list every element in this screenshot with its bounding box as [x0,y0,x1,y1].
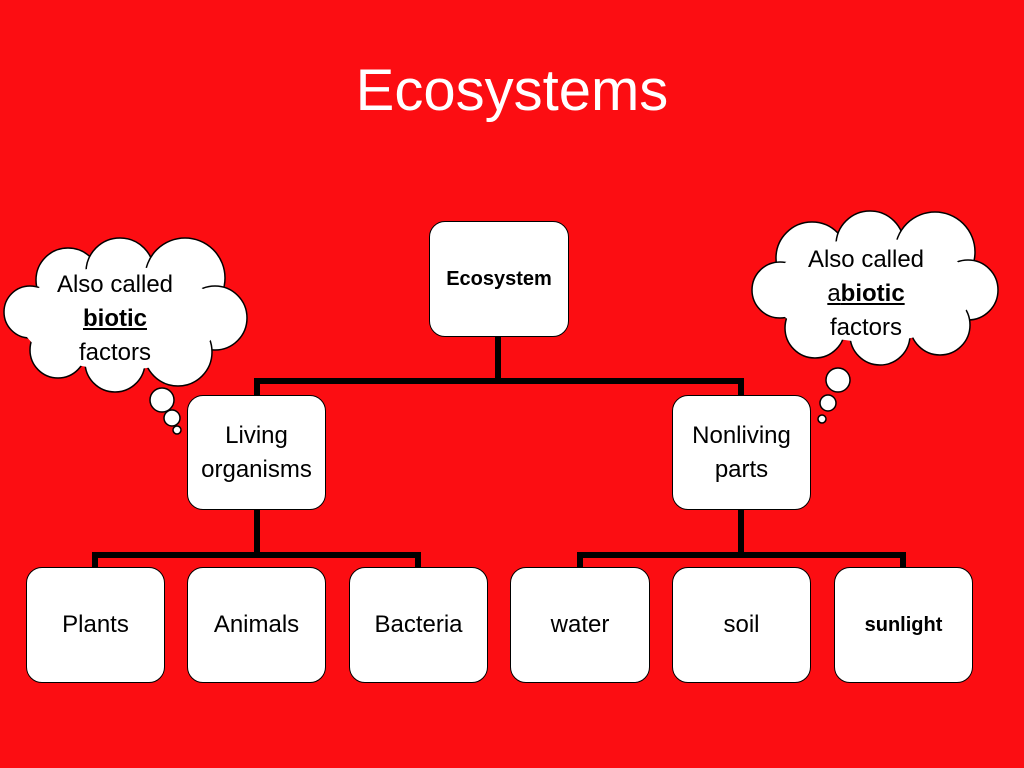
cloud-right-line2: abiotic [776,277,956,311]
node-living-line1: Living [225,421,288,449]
cloud-left-text: Also called biotic factors [25,268,205,370]
cloud-left-line3: factors [78,339,152,366]
node-living-organisms: Living organisms [187,395,326,510]
node-ecosystem-label: Ecosystem [446,268,552,290]
node-nonliving-line1: Nonliving [692,421,791,449]
cloud-right-text: Also called abiotic factors [776,243,956,345]
node-water: water [510,567,650,683]
node-sunlight: sunlight [834,567,973,683]
node-bacteria: Bacteria [349,567,488,683]
node-nonliving-parts: Nonliving parts [672,395,811,510]
node-soil-label: soil [723,611,760,638]
node-animals: Animals [187,567,326,683]
node-animals-label: Animals [213,611,300,638]
node-ecosystem: Ecosystem [429,221,569,337]
cloud-right-prefix: a [827,280,841,307]
cloud-right-keyword: biotic [840,280,905,307]
cloud-left-keyword: biotic [83,305,147,332]
node-nonliving-line2: parts [714,455,769,483]
node-plants-label: Plants [62,611,129,638]
slide-title: Ecosystems [355,58,669,123]
node-soil: soil [672,567,811,683]
node-water-label: water [550,611,610,638]
node-bacteria-label: Bacteria [374,611,463,638]
node-sunlight-label: sunlight [864,614,943,636]
node-living-line2: organisms [201,455,312,483]
cloud-right-line3: factors [829,314,903,341]
cloud-left-line1: Also called [56,271,174,298]
node-plants: Plants [26,567,165,683]
cloud-right-line1: Also called [807,246,925,273]
